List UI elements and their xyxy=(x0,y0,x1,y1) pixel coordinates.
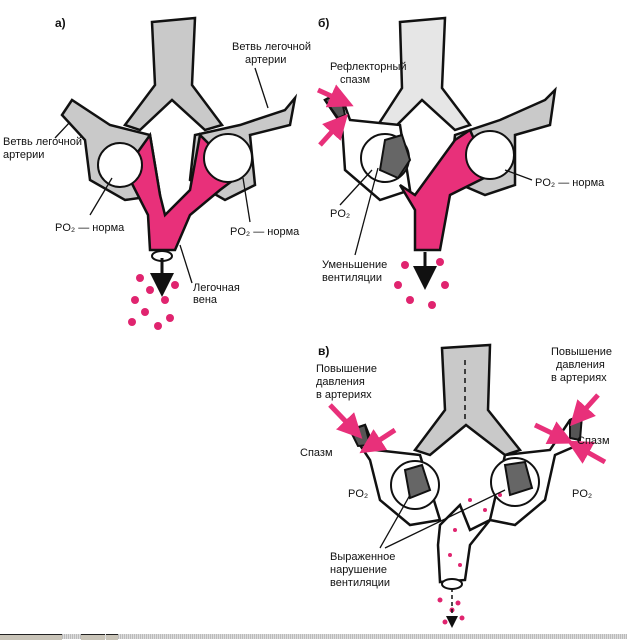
bottom-bar xyxy=(0,634,627,640)
alveolus-right xyxy=(465,130,515,180)
po2-right-label: PO₂ xyxy=(572,488,592,500)
spasm-right-label: Спазм xyxy=(577,435,610,447)
blood-dots xyxy=(394,258,449,309)
po2-left-label: PO₂ — норма xyxy=(55,222,125,234)
panel-c-label: в) xyxy=(318,344,329,358)
alveolus-left xyxy=(97,142,143,188)
po2-left-label: PO₂ xyxy=(348,488,368,500)
panel-a-label: а) xyxy=(55,16,66,30)
bottom-bar-segment xyxy=(81,634,105,640)
panel-b-label: б) xyxy=(318,16,329,30)
pulmonary-artery-trunk xyxy=(376,16,473,132)
blood-dots xyxy=(128,274,179,330)
bottom-bar-segment xyxy=(106,634,118,640)
bottom-bar-segment xyxy=(0,634,62,640)
alveolus-right xyxy=(203,133,253,183)
pulmonary-artery-trunk xyxy=(122,16,225,132)
po2-right-label: PO₂ — норма xyxy=(230,226,300,238)
spasm-left-label: Спазм xyxy=(300,447,333,459)
po2-left-label: PO₂ xyxy=(330,208,350,220)
pulmonary-vein xyxy=(436,502,491,584)
po2-right-label: PO₂ — норма xyxy=(535,177,605,189)
pulmonary-artery-trunk xyxy=(412,343,523,457)
